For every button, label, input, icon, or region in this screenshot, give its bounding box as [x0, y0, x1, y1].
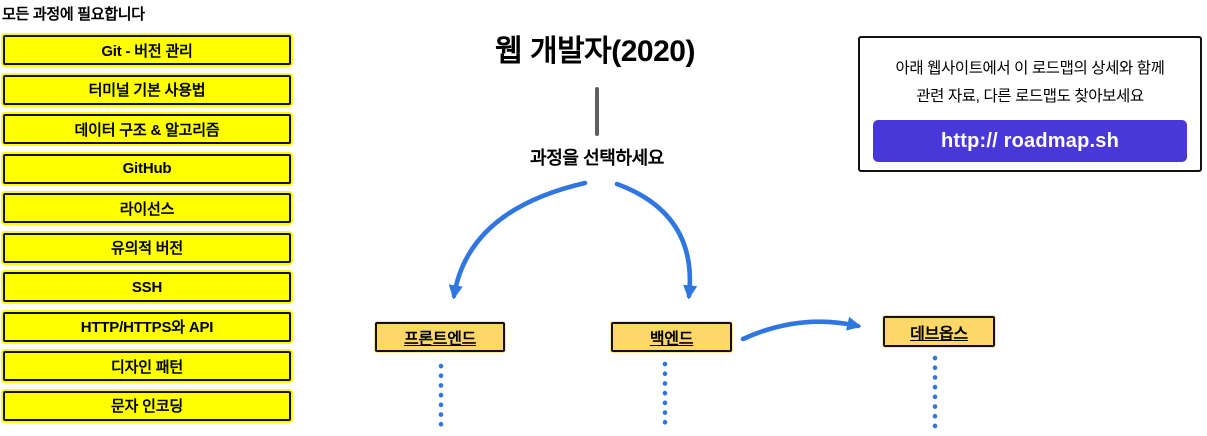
roadmap-url-button[interactable]: http:// roadmap.sh [873, 120, 1187, 162]
info-panel-text: 아래 웹사이트에서 이 로드맵의 상세와 함께 관련 자료, 다른 로드맵도 찾… [860, 55, 1200, 111]
topic-node-design-patterns[interactable]: 디자인 패턴 [3, 351, 291, 381]
topic-node-semver[interactable]: 유의적 버전 [3, 232, 291, 263]
topic-node-ssh[interactable]: SSH [3, 272, 291, 302]
topic-node-terminal[interactable]: 터미널 기본 사용법 [3, 74, 291, 105]
topic-node-git[interactable]: Git - 버전 관리 [3, 35, 291, 65]
info-panel-line2: 관련 자료, 다른 로드맵도 찾아보세요 [916, 88, 1144, 105]
arrow-backend-to-devops-icon [740, 316, 862, 342]
topic-node-http-api[interactable]: HTTP/HTTPS와 API [3, 311, 291, 342]
sidebar: Git - 버전 관리 터미널 기본 사용법 데이터 구조 & 알고리즘 Git… [3, 35, 291, 421]
topic-node-char-encoding[interactable]: 문자 인코딩 [3, 390, 291, 421]
title-connector-line [595, 87, 599, 136]
topic-node-github[interactable]: GitHub [3, 153, 291, 184]
path-node-backend[interactable]: 백엔드 [611, 322, 732, 352]
path-node-frontend[interactable]: 프론트엔드 [375, 322, 505, 352]
arrow-to-backend-icon [614, 181, 698, 300]
topic-node-dsa[interactable]: 데이터 구조 & 알고리즘 [3, 114, 291, 144]
info-panel: 아래 웹사이트에서 이 로드맵의 상세와 함께 관련 자료, 다른 로드맵도 찾… [858, 36, 1202, 172]
topic-node-license[interactable]: 라이선스 [3, 193, 291, 223]
pick-path-label: 과정을 선택하세요 [530, 148, 664, 168]
info-panel-line1: 아래 웹사이트에서 이 로드맵의 상세와 함께 [895, 60, 1165, 77]
sidebar-heading: 모든 과정에 필요합니다 [2, 6, 145, 23]
path-node-devops[interactable]: 데브옵스 [883, 316, 995, 347]
arrow-to-frontend-icon [448, 180, 588, 300]
page-title: 웹 개발자(2020) [495, 35, 695, 68]
